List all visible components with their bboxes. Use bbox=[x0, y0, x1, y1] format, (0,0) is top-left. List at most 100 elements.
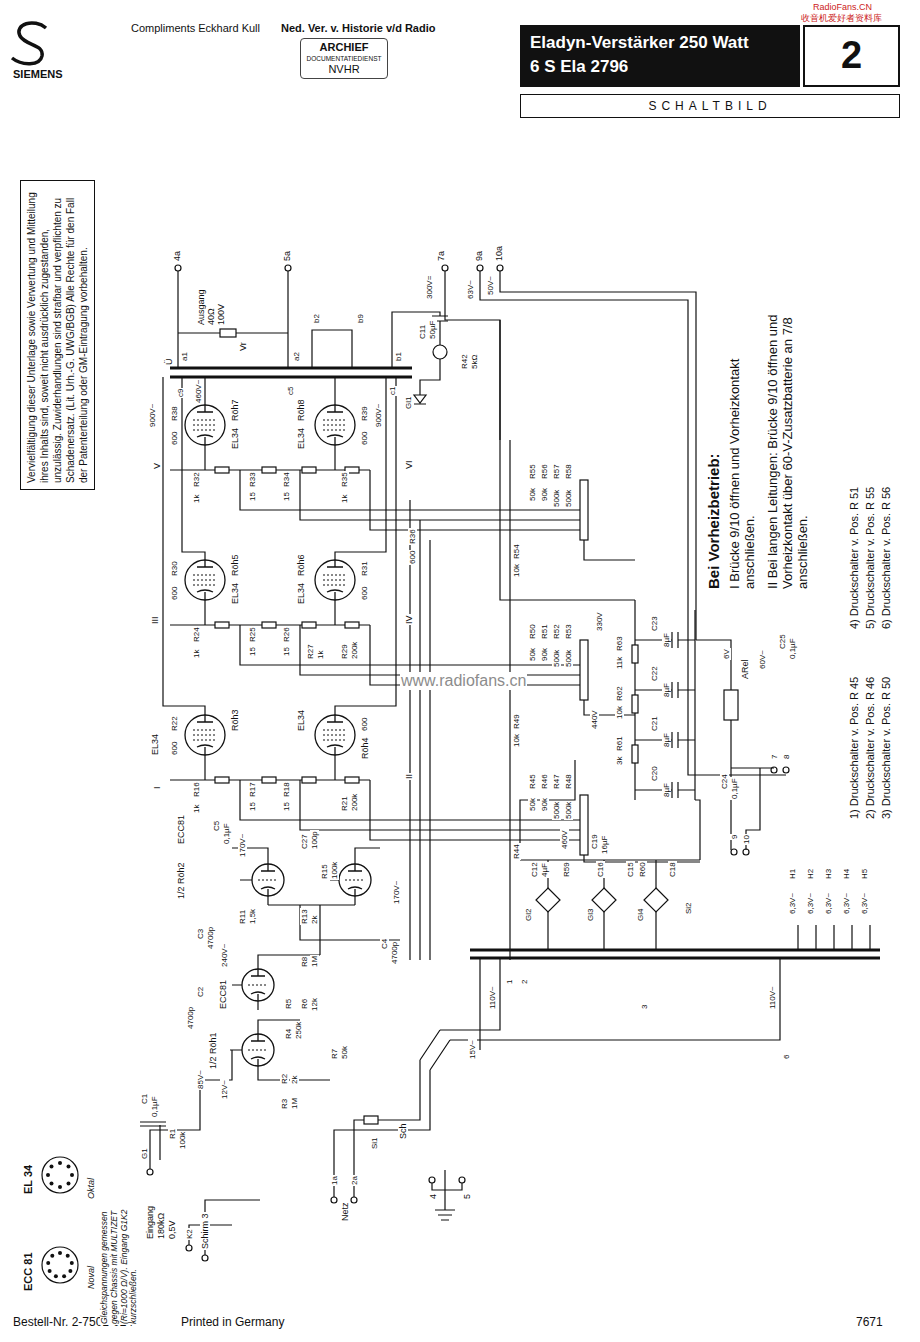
component-label: 90k bbox=[540, 487, 549, 502]
component-label: R26 bbox=[282, 626, 291, 643]
component-label: 10k bbox=[615, 705, 624, 720]
component-label: 500k bbox=[552, 801, 561, 820]
page-annotation: SIEMENS bbox=[12, 68, 64, 81]
component-label: H1 bbox=[788, 868, 797, 880]
output-transformer bbox=[414, 395, 426, 404]
component-label: K2 bbox=[185, 1228, 194, 1240]
output-transformer bbox=[170, 265, 696, 640]
component-label: 600 bbox=[170, 431, 179, 446]
tube-symbols bbox=[185, 405, 371, 1066]
component-label: 6,3V~ bbox=[824, 892, 833, 915]
component-label: 6 bbox=[782, 1054, 791, 1060]
component-label: 9 bbox=[730, 834, 739, 840]
component-label: R21 bbox=[340, 795, 349, 812]
power-supply bbox=[470, 957, 880, 960]
tube-symbols bbox=[315, 715, 355, 755]
socket-diagrams bbox=[50, 1182, 54, 1186]
component-label: 600 bbox=[170, 741, 179, 756]
component-label: R6 bbox=[300, 998, 309, 1010]
note-text: I Brücke 9/10 öffnen und Vorheizkontakt … bbox=[728, 298, 758, 590]
component-label: 180kΩ bbox=[156, 1212, 166, 1240]
component-label: 1a bbox=[330, 1175, 339, 1186]
component-label: Si2 bbox=[684, 901, 693, 915]
component-label: H2 bbox=[806, 868, 815, 880]
driver-stage-wiring bbox=[186, 1245, 192, 1251]
box-heading: 2 bbox=[841, 35, 862, 77]
component-label: 110V~ bbox=[488, 985, 497, 1010]
component-label: Röh5 bbox=[230, 553, 240, 577]
box-heading: Vervielfältigung dieser Unterlage sowie … bbox=[25, 187, 90, 483]
component-label: 12V~ bbox=[220, 1079, 229, 1100]
component-label: C4 bbox=[380, 938, 389, 950]
page-annotation: 收音机爱好者资料库 bbox=[800, 13, 883, 23]
component-label: 11k bbox=[615, 656, 624, 670]
component-label: EL34 bbox=[296, 582, 306, 605]
component-label: 8 bbox=[782, 754, 791, 760]
component-label: 3k bbox=[615, 756, 624, 766]
component-label: 50k bbox=[528, 797, 537, 812]
output-stage-wiring bbox=[262, 467, 276, 473]
socket-diagrams bbox=[54, 1274, 58, 1278]
component-label: R24 bbox=[192, 626, 201, 643]
component-label: 10 bbox=[742, 834, 751, 845]
socket-label: Oktal bbox=[86, 1177, 96, 1200]
socket-label: Noval bbox=[86, 1265, 96, 1290]
component-label: 100p bbox=[310, 830, 319, 850]
box-heading: SCHALTBILD bbox=[521, 95, 899, 117]
component-label: VI bbox=[404, 459, 414, 470]
socket-diagrams bbox=[46, 1173, 50, 1177]
preheat-relay bbox=[731, 849, 737, 855]
component-label: I bbox=[152, 785, 162, 790]
component-label: 170V~ bbox=[238, 833, 247, 858]
component-label: R52 bbox=[552, 623, 561, 640]
tube-symbols bbox=[252, 864, 284, 896]
socket-diagrams bbox=[50, 1165, 54, 1169]
component-label: R36 bbox=[408, 528, 417, 545]
component-label: 50V~ bbox=[486, 275, 495, 296]
component-label: H4 bbox=[842, 868, 851, 880]
note-text: 5) Druckschalter v. Pos. R 55 bbox=[864, 486, 877, 630]
component-label: c5 bbox=[286, 386, 295, 396]
component-label: Röh4 bbox=[360, 736, 370, 760]
socket-diagrams bbox=[42, 1157, 78, 1283]
output-stage-wiring bbox=[410, 440, 510, 960]
component-label: a2 bbox=[292, 351, 301, 362]
note-text: 2) Druckschalter v. Pos. R 46 bbox=[864, 676, 877, 820]
component-label: R4 bbox=[284, 1028, 293, 1040]
component-label: 6,3V~ bbox=[806, 892, 815, 915]
component-label: R54 bbox=[512, 543, 521, 560]
component-label: 15 bbox=[282, 801, 291, 812]
component-label: R32 bbox=[192, 471, 201, 488]
preheat-relay bbox=[724, 690, 738, 720]
component-label: R53 bbox=[564, 623, 573, 640]
component-label: R22 bbox=[170, 715, 179, 732]
component-label: C23 bbox=[650, 615, 659, 632]
component-label: R25 bbox=[248, 626, 257, 643]
output-stage-wiring bbox=[163, 377, 510, 960]
component-label: 600 bbox=[360, 586, 369, 601]
component-label: 63V~ bbox=[466, 279, 475, 300]
output-transformer bbox=[433, 345, 447, 359]
output-stage-wiring bbox=[302, 467, 316, 473]
preheat-relay bbox=[771, 767, 777, 773]
component-label: 10a bbox=[494, 245, 504, 262]
preheat-relay bbox=[688, 640, 789, 855]
component-label: Ausgang bbox=[196, 288, 206, 326]
component-label: 500k bbox=[552, 489, 561, 508]
component-label: 0,5V bbox=[167, 1219, 177, 1240]
component-label: R1 bbox=[168, 1128, 177, 1140]
socket-diagrams bbox=[67, 1182, 71, 1186]
component-label: IV bbox=[404, 614, 414, 625]
component-label: R62 bbox=[615, 685, 624, 702]
component-label: Gl1 bbox=[404, 396, 413, 410]
output-stage-wiring bbox=[345, 777, 359, 783]
component-label: C11 bbox=[418, 324, 427, 340]
note-text: 3) Druckschalter v. Pos. R 50 bbox=[880, 676, 893, 820]
component-label: C18 bbox=[668, 861, 677, 878]
title-box: Eladyn-Verstärker 250 Watt6 S Ela 2796 bbox=[520, 25, 800, 87]
component-label: C12 bbox=[530, 861, 539, 878]
component-label: b1 bbox=[394, 351, 403, 362]
power-supply bbox=[500, 320, 695, 800]
component-label: R38 bbox=[170, 405, 179, 422]
component-label: 8µF bbox=[662, 632, 671, 648]
